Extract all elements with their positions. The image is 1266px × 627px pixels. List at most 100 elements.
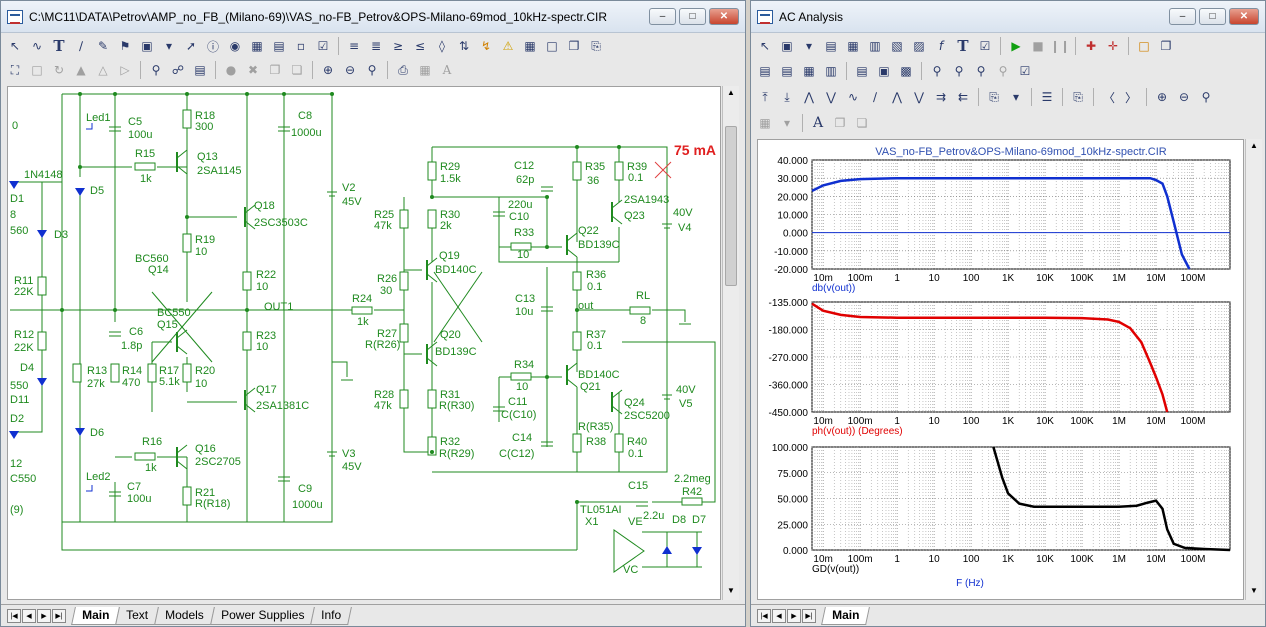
rotate-icon[interactable]: ↻ [53, 63, 65, 77]
scroll-up-icon[interactable]: ▲ [727, 88, 735, 97]
grid-lines-icon[interactable]: ▦ [803, 64, 815, 78]
min-icon[interactable]: ⋁ [914, 90, 924, 104]
front-icon[interactable]: ❐ [269, 63, 281, 77]
line-tool-icon[interactable]: ∕ [78, 39, 84, 53]
axis-3-icon[interactable]: ▩ [900, 64, 912, 78]
box-icon[interactable]: □ [31, 63, 43, 77]
dropdown-chevron-icon[interactable]: ▾ [165, 39, 173, 53]
ac-arrange-icon[interactable]: ▦ [759, 116, 771, 130]
vert-axis-icon[interactable]: ▣ [878, 64, 890, 78]
binoculars-icon[interactable]: ☍ [171, 63, 185, 77]
cursor-2-icon[interactable]: ✛ [1107, 39, 1119, 53]
cursor-icon[interactable]: ✚ [1085, 39, 1097, 53]
max-icon[interactable]: ⋀ [892, 90, 902, 104]
ac-dropdown-chevron-icon[interactable]: ▾ [805, 39, 813, 53]
currents-icon[interactable]: ≥ [392, 39, 404, 53]
ac-front-icon[interactable]: ❐ [834, 116, 846, 130]
ac-next-page-icon[interactable]: ▶ [787, 608, 801, 623]
minimize-button[interactable]: – [649, 8, 676, 25]
valley-icon[interactable]: ⤓ [784, 89, 790, 104]
tab-power-supplies[interactable]: Power Supplies [210, 606, 316, 625]
info-icon[interactable]: ⓘ [206, 39, 219, 54]
mirror-icon[interactable]: ▲ [76, 63, 86, 77]
tokens-icon[interactable]: ▤ [781, 64, 793, 78]
ac-first-page-icon[interactable]: |◀ [757, 608, 771, 623]
ac-zoom-out-icon[interactable]: ⊖ [1178, 90, 1190, 104]
tab-models[interactable]: Models [154, 606, 215, 625]
wire-icon[interactable]: ∿ [31, 39, 43, 53]
zoom-in-icon[interactable]: ⊕ [322, 63, 334, 77]
function-icon[interactable]: f [938, 39, 944, 53]
clipboard-icon[interactable]: ⎘ [591, 38, 601, 53]
plot-canvas[interactable]: VAS_no-FB_Petrov&OPS-Milano-69mod_10kHz-… [757, 139, 1244, 600]
plot-scroll-down-icon[interactable]: ▼ [1250, 586, 1258, 595]
ac-analysis-titlebar[interactable]: AC Analysis – □ ✕ [751, 1, 1265, 33]
flip-y-icon[interactable]: ▷ [120, 63, 130, 77]
ac-zoom-fit-icon[interactable]: ⚲ [1201, 90, 1211, 104]
ac-tab-main[interactable]: Main [821, 606, 871, 625]
graph-3-icon[interactable]: ▧ [891, 39, 903, 53]
horiz-axis-icon[interactable]: ▤ [856, 64, 868, 78]
minor-grid-icon[interactable]: ▥ [825, 64, 837, 78]
magnify-3-icon[interactable]: ⚲ [976, 64, 986, 78]
power-icon[interactable]: ≤ [414, 39, 426, 53]
zoom-text-icon[interactable]: ▤ [194, 63, 206, 77]
magnify-icon[interactable]: ⚲ [932, 64, 942, 78]
grid-dots-icon[interactable]: ▦ [524, 39, 536, 53]
ac-prev-page-icon[interactable]: ◀ [772, 608, 786, 623]
flip-icon[interactable]: △ [98, 63, 108, 77]
ac-component-icon[interactable]: ▣ [781, 39, 793, 53]
ac-text-tool-icon[interactable]: T [957, 37, 969, 55]
tab-text[interactable]: Text [115, 606, 160, 625]
stop-run-icon[interactable]: ■ [1032, 39, 1044, 53]
ac-select-arrow-icon[interactable]: ↖ [759, 39, 771, 53]
low-icon[interactable]: ⋁ [826, 90, 836, 104]
help-icon[interactable]: ◉ [229, 39, 241, 53]
pause-icon[interactable]: ❙❙ [1049, 39, 1071, 53]
plot-vertical-scrollbar[interactable]: ▲ ▼ [1245, 139, 1262, 600]
ac-font-icon[interactable]: A [812, 115, 824, 131]
ac-last-page-icon[interactable]: ▶| [802, 608, 816, 623]
ac-minimize-button[interactable]: – [1169, 8, 1196, 25]
scroll-down-icon[interactable]: ▼ [727, 586, 735, 595]
tab-info[interactable]: Info [310, 606, 353, 625]
lightning-icon[interactable]: ↯ [480, 39, 492, 53]
node-numbers-icon[interactable]: ≡ [348, 39, 360, 53]
ac-clipboard-icon[interactable]: ⎘ [989, 89, 999, 104]
back-icon[interactable]: ❏ [291, 63, 303, 77]
select-arrow-icon[interactable]: ↖ [9, 39, 21, 53]
last-page-icon[interactable]: ▶| [52, 608, 66, 623]
graph-icon[interactable]: ▦ [847, 39, 859, 53]
component-icon[interactable]: ▣ [141, 39, 153, 53]
ac-page-icon[interactable]: □ [1138, 39, 1150, 53]
fit-icon[interactable]: ⛶ [10, 62, 20, 77]
print-icon[interactable]: ⎙ [398, 62, 408, 77]
find-icon[interactable]: ⚲ [151, 63, 161, 77]
ac-back-icon[interactable]: ❏ [856, 116, 868, 130]
page-icon[interactable]: □ [546, 39, 558, 53]
close-button[interactable]: ✕ [709, 8, 739, 25]
magnify-2-icon[interactable]: ⚲ [954, 64, 964, 78]
run-icon[interactable]: ▶ [1011, 39, 1021, 53]
properties-icon[interactable]: ☑ [317, 39, 329, 53]
warning-icon[interactable]: ⚠ [502, 39, 514, 53]
tab-main[interactable]: Main [71, 606, 121, 625]
pin-connections-icon[interactable]: ⇅ [458, 39, 470, 53]
ac-edit-icon[interactable]: ☑ [1019, 64, 1031, 78]
data-points-icon[interactable]: ▤ [759, 64, 771, 78]
ac-zoom-in-icon[interactable]: ⊕ [1156, 90, 1168, 104]
plot-scroll-up-icon[interactable]: ▲ [1250, 141, 1258, 150]
graph-4-icon[interactable]: ▨ [913, 39, 925, 53]
list-icon[interactable]: ☰ [1041, 90, 1053, 104]
ac-properties-icon[interactable]: ☑ [979, 39, 991, 53]
grid-icon[interactable]: ▦ [251, 39, 263, 53]
animate-icon[interactable]: ⎘ [1073, 89, 1083, 104]
first-page-icon[interactable]: |◀ [7, 608, 21, 623]
bracket-2-icon[interactable]: 〉 [1124, 90, 1137, 105]
schematic-vertical-scrollbar[interactable]: ▲ ▼ [722, 86, 739, 600]
zoom-out-icon[interactable]: ⊖ [344, 63, 356, 77]
bracket-icon[interactable]: 〈 [1102, 90, 1115, 105]
high-icon[interactable]: ⋀ [804, 90, 814, 104]
slope-icon[interactable]: ∕ [872, 90, 878, 104]
